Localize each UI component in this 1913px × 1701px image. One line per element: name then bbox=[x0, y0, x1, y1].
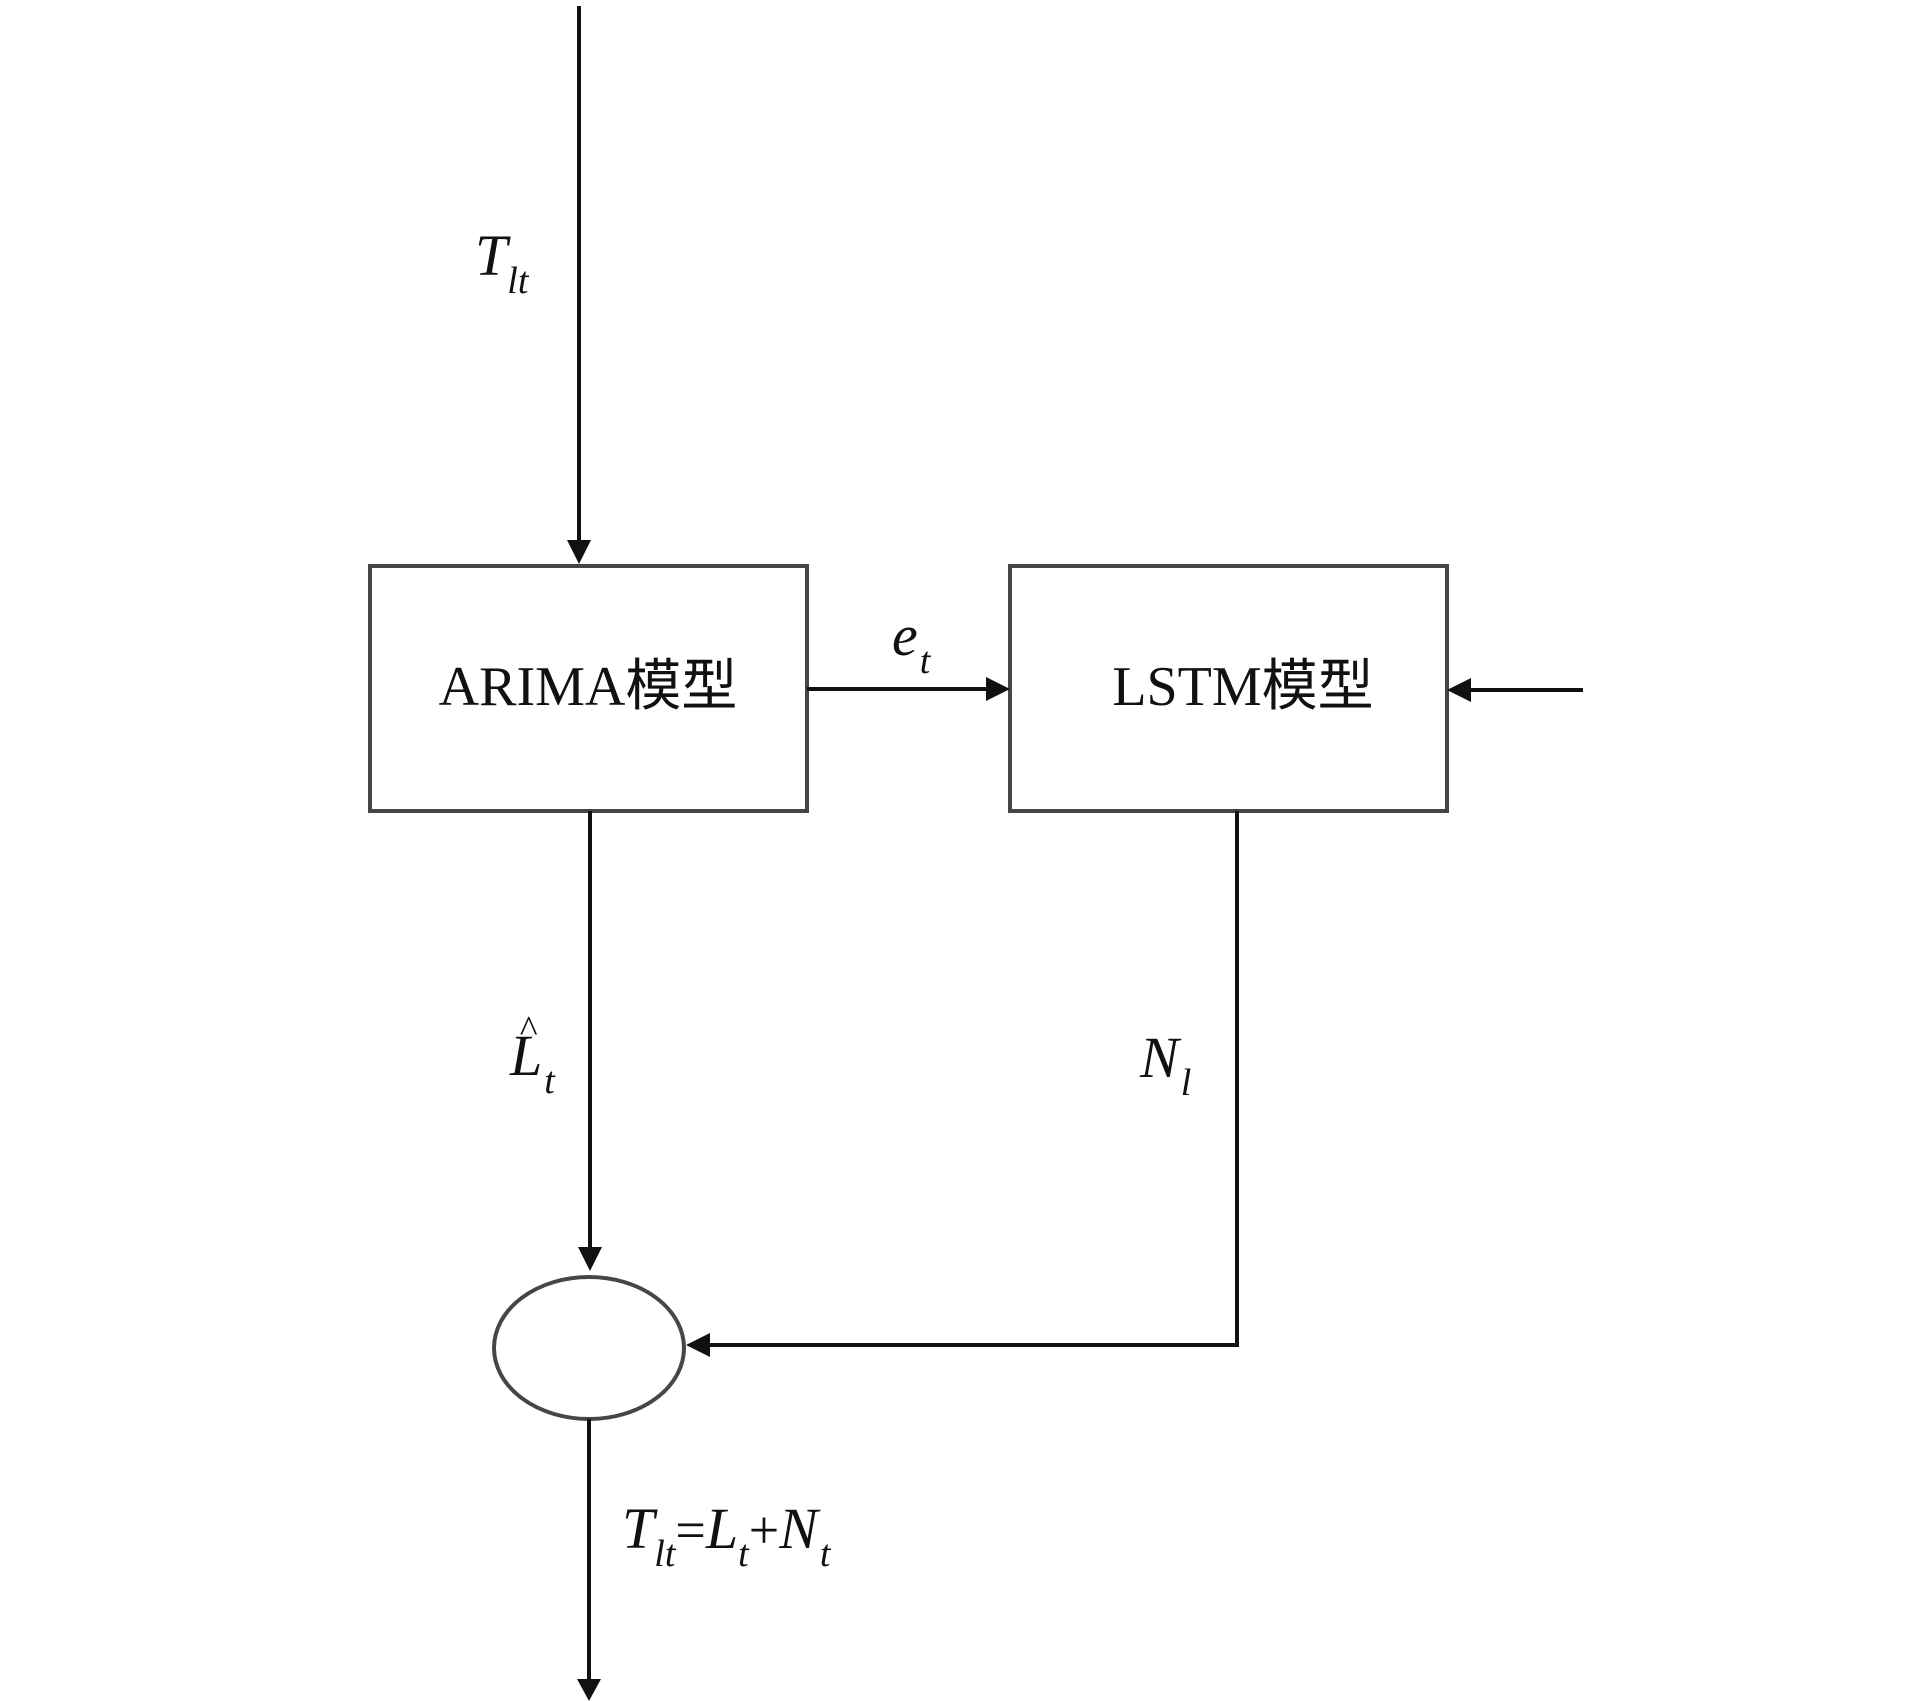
combiner-node bbox=[492, 1275, 686, 1421]
arima-label: ARIMA模型 bbox=[439, 656, 738, 718]
linear-forecast-label: ^ Lt bbox=[509, 1009, 556, 1102]
nonlinear-forecast-arrow bbox=[686, 811, 1239, 1357]
nonlinear-forecast-label-sub: l bbox=[1181, 1062, 1192, 1104]
residual-label-sub: t bbox=[920, 640, 932, 682]
output-label-l-sub: t bbox=[738, 1533, 750, 1575]
input-label-base: T bbox=[475, 223, 511, 288]
residual-arrow bbox=[807, 677, 1010, 701]
linear-forecast-label-hat: ^ bbox=[519, 1009, 538, 1051]
external-input-arrow bbox=[1447, 678, 1583, 702]
output-label-n: N bbox=[778, 1496, 821, 1561]
linear-forecast-arrow bbox=[578, 811, 602, 1271]
output-label-n-sub: t bbox=[820, 1533, 832, 1575]
linear-forecast-label-base: L bbox=[509, 1023, 542, 1088]
output-label-t-sub: lt bbox=[654, 1533, 677, 1575]
arima-node: ARIMA模型 bbox=[368, 564, 809, 813]
output-label-l: L bbox=[705, 1496, 738, 1561]
output-label: Tlt=Lt+Nt bbox=[622, 1496, 832, 1575]
lstm-label: LSTM模型 bbox=[1112, 656, 1373, 718]
nonlinear-forecast-label: Nl bbox=[1139, 1025, 1191, 1104]
output-arrow bbox=[577, 1419, 601, 1701]
residual-label-base: e bbox=[892, 603, 918, 668]
svg-text:Lt: Lt bbox=[509, 1023, 556, 1102]
output-label-plus: + bbox=[749, 1500, 779, 1560]
linear-forecast-label-sub: t bbox=[544, 1060, 556, 1102]
lstm-node: LSTM模型 bbox=[1008, 564, 1449, 813]
output-label-eq: = bbox=[675, 1500, 705, 1560]
lstm-box bbox=[1008, 564, 1449, 813]
input-label: Tlt bbox=[475, 223, 530, 302]
output-label-t: T bbox=[622, 1496, 658, 1561]
residual-label: et bbox=[892, 603, 932, 682]
input-arrow bbox=[567, 6, 591, 564]
input-label-sub: lt bbox=[507, 260, 530, 302]
nonlinear-forecast-label-base: N bbox=[1139, 1025, 1182, 1090]
